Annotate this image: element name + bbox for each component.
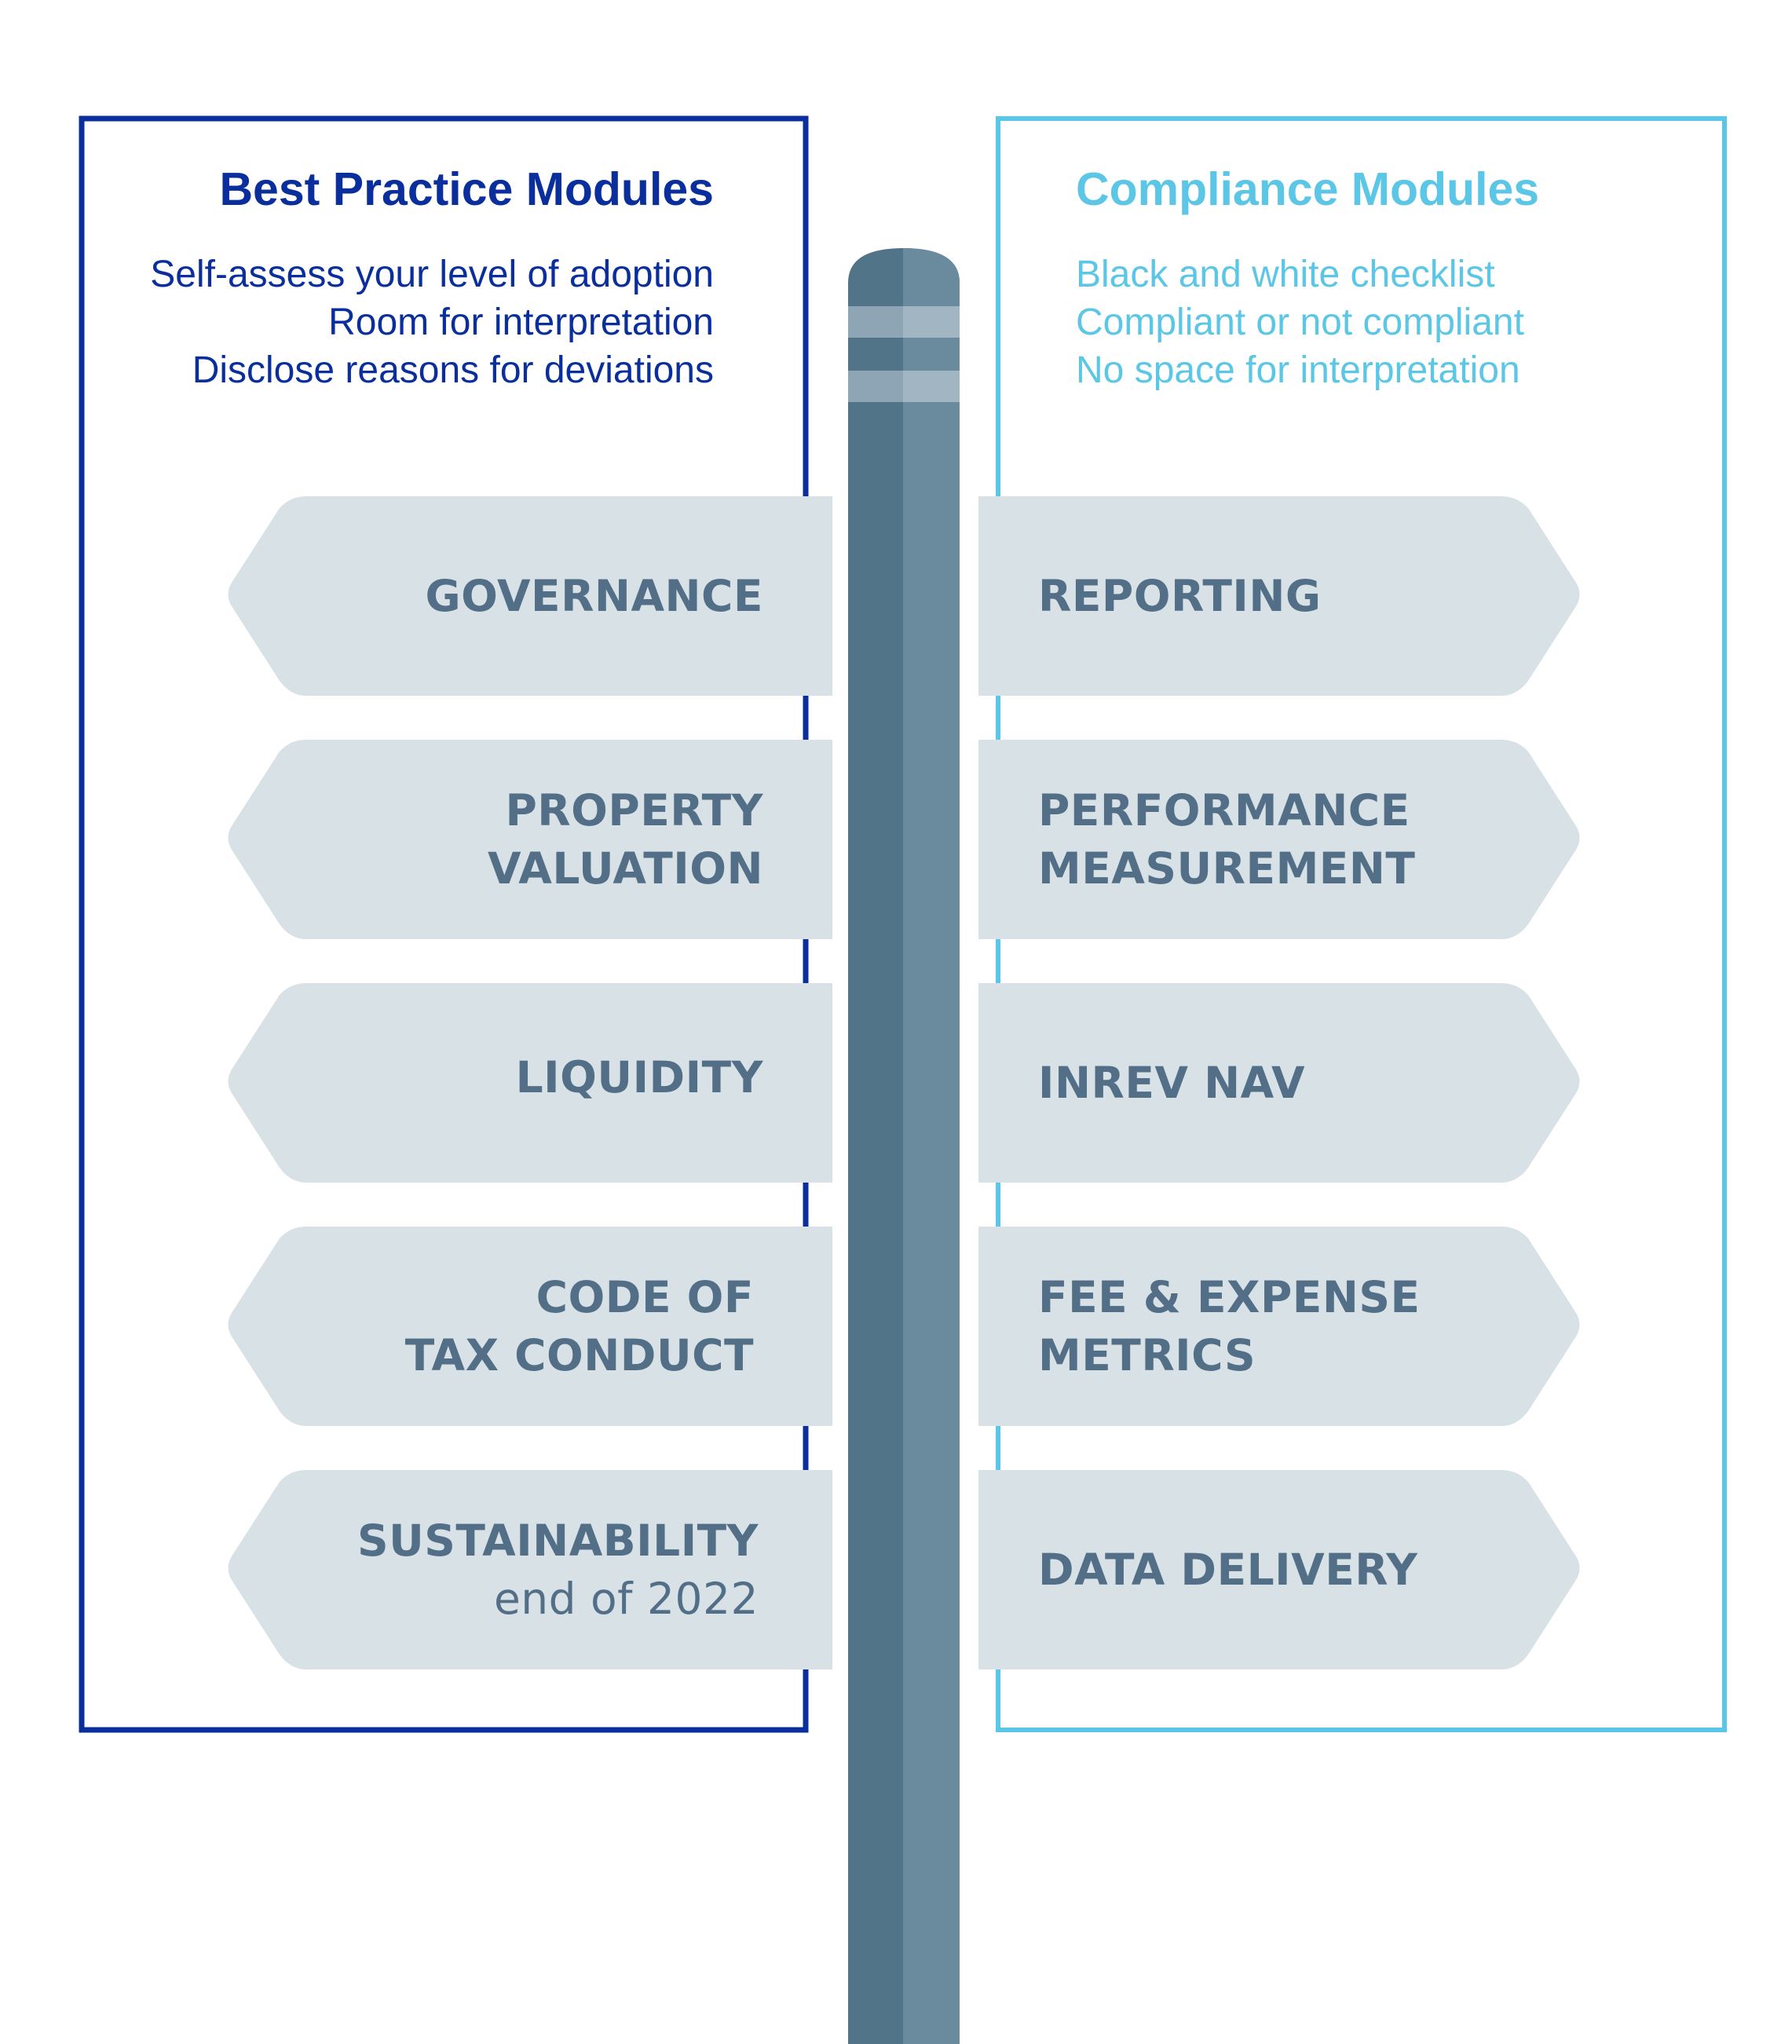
compliance-line: No space for interpretation <box>1076 349 1520 391</box>
best-practice-line: Self-assess your level of adoption <box>150 254 714 295</box>
sign-label-sustainability: SUSTAINABILITY end of 2022 <box>357 1516 759 1624</box>
sign-liquidity <box>228 983 832 1183</box>
compliance-title: Compliance Modules <box>1076 163 1540 215</box>
sign-performance-measurement <box>978 740 1580 939</box>
sign-label-fee-expense-metrics: FEE & EXPENSE METRICS <box>1038 1272 1421 1380</box>
sign-fee-expense-metrics <box>978 1227 1580 1426</box>
sign-inrev-nav <box>978 983 1580 1183</box>
signpost-pole <box>848 248 960 2044</box>
sign-data-delivery <box>978 1470 1580 1669</box>
compliance-line: Compliant or not compliant <box>1076 302 1524 343</box>
sign-label-performance-measurement: PERFORMANCE MEASUREMENT <box>1038 785 1416 894</box>
sign-code-of-tax-conduct <box>228 1227 832 1426</box>
best-practice-title: Best Practice Modules <box>219 163 714 215</box>
sign-reporting <box>978 496 1580 696</box>
sign-label-code-of-tax-conduct: CODE OF TAX CONDUCT <box>404 1272 754 1380</box>
left-signs <box>228 496 832 1669</box>
sign-label-inrev-nav: INREV NAV <box>1038 1058 1306 1108</box>
best-practice-line: Disclose reasons for deviations <box>192 349 714 391</box>
sign-governance <box>228 496 832 696</box>
sign-label-governance: GOVERNANCE <box>425 571 763 621</box>
sign-sustainability <box>228 1470 832 1669</box>
sign-property-valuation <box>228 740 832 939</box>
best-practice-line: Room for interpretation <box>328 302 714 343</box>
sign-label-property-valuation: PROPERTY VALUATION <box>487 785 763 894</box>
sign-label-liquidity: LIQUIDITY <box>515 1052 763 1102</box>
right-signs <box>978 496 1580 1669</box>
compliance-line: Black and white checklist <box>1076 254 1495 295</box>
sign-label-reporting: REPORTING <box>1038 571 1322 621</box>
compliance-panel-header: Compliance Modules Black and white check… <box>1076 163 1539 394</box>
best-practice-description: Self-assess your level of adoption Room … <box>150 250 714 394</box>
sign-label-data-delivery: DATA DELIVERY <box>1038 1545 1418 1595</box>
best-practice-panel-header: Best Practice Modules Self-assess your l… <box>150 163 714 394</box>
compliance-description: Black and white checklist Compliant or n… <box>1076 250 1539 394</box>
